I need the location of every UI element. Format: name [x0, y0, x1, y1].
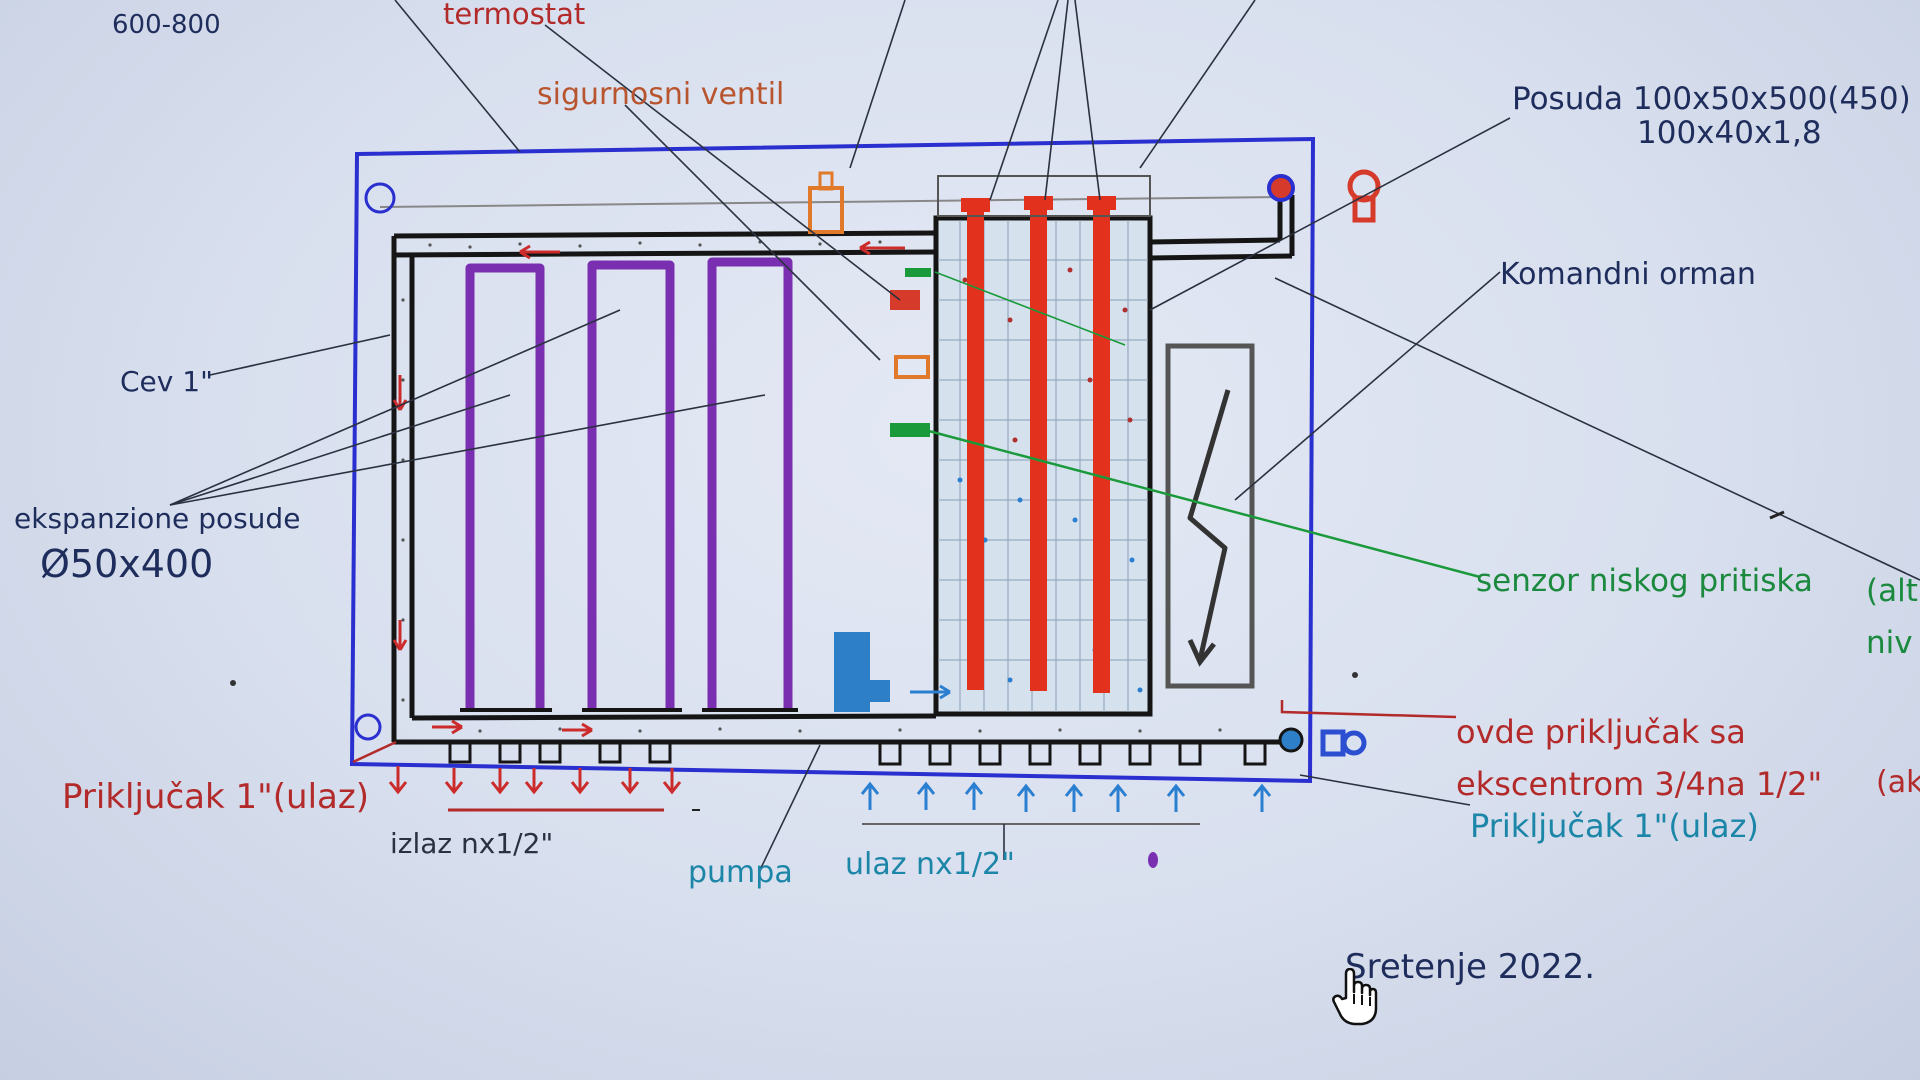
corner-circle-bottom-left: [354, 713, 382, 741]
thermostat-body: [808, 186, 844, 234]
expansion-tubes: [465, 257, 793, 708]
thermostat-cap: [818, 171, 834, 191]
corner-circle-top-left: [364, 182, 396, 214]
pump-body: [834, 632, 870, 712]
orange-component: [894, 355, 930, 379]
pump-outlet: [870, 680, 890, 702]
label-sigurnosni-ventil: sigurnosni ventil: [537, 77, 785, 112]
label-ekspanzione: ekspanzione posude: [14, 502, 301, 535]
blue-connector-outside: [1320, 729, 1346, 757]
hand-pointer-icon: [1332, 968, 1378, 1026]
stray-dash-right: [1769, 510, 1785, 520]
green-sensor-top: [905, 268, 931, 277]
label-ovde-cut: (ak: [1876, 765, 1920, 800]
label-ovde-line1: ovde priključak sa: [1456, 713, 1746, 751]
bottom-right-fitting: [1278, 727, 1304, 753]
stray-dot-2: [1352, 672, 1358, 678]
top-return-line: [379, 196, 1281, 208]
green-sensor-leader-top: [934, 271, 1126, 346]
stray-dot-purple: [1148, 852, 1158, 868]
label-pumpa: pumpa: [688, 855, 793, 890]
label-senzor-cut: (alt: [1866, 573, 1918, 609]
control-cabinet: [1165, 343, 1255, 689]
low-pressure-sensor: [890, 423, 930, 437]
label-sretenje: Sretenje 2022.: [1345, 947, 1596, 987]
heater-top-bracket: [937, 175, 1151, 217]
label-ulaz: ulaz nx1/2": [845, 847, 1015, 882]
label-niv-cut: niv: [1866, 625, 1913, 661]
flow-arrows: [392, 240, 951, 738]
label-posuda-line1: Posuda 100x50x500(450): [1512, 81, 1911, 117]
green-sensor-leader: [924, 428, 1481, 579]
red-relay: [890, 290, 920, 310]
lightning-arrowhead: [1187, 638, 1216, 667]
pipe-loop: [391, 195, 1295, 745]
label-dim-range: 600-800: [112, 10, 221, 40]
label-izlaz: izlaz nx1/2": [390, 827, 554, 860]
blue-connector-knob: [1341, 730, 1367, 756]
label-termostat: termostat: [443, 0, 586, 31]
label-senzor: senzor niskog pritiska: [1476, 563, 1813, 599]
red-connector-leader-a: [352, 740, 397, 764]
label-cev: Cev 1": [120, 365, 213, 398]
red-connector-leader-b: [1280, 700, 1457, 719]
label-prikljucak-left: Priključak 1"(ulaz): [62, 777, 369, 817]
heater-elements: [961, 196, 1116, 693]
lightning-icon: [1187, 389, 1231, 661]
outer-frame: [349, 136, 1316, 784]
outlet-arrows: [388, 766, 682, 795]
top-right-fitting: [1267, 174, 1295, 202]
inlet-arrows: [860, 781, 1272, 812]
label-ovde-line2: ekscentrom 3/4na 1/2": [1456, 765, 1823, 803]
label-komandni-orman: Komandni orman: [1500, 257, 1756, 292]
label-posuda-line2: 100x40x1,8: [1637, 115, 1822, 151]
label-prikljucak-right: Priključak 1"(ulaz): [1470, 807, 1759, 845]
leader-lines: [169, 0, 1920, 871]
red-valve-stem: [1352, 195, 1376, 223]
bottom-stubs: [448, 742, 1267, 766]
stray-dot-1: [230, 680, 236, 686]
label-ekspanzione-dim: Ø50x400: [40, 542, 214, 586]
